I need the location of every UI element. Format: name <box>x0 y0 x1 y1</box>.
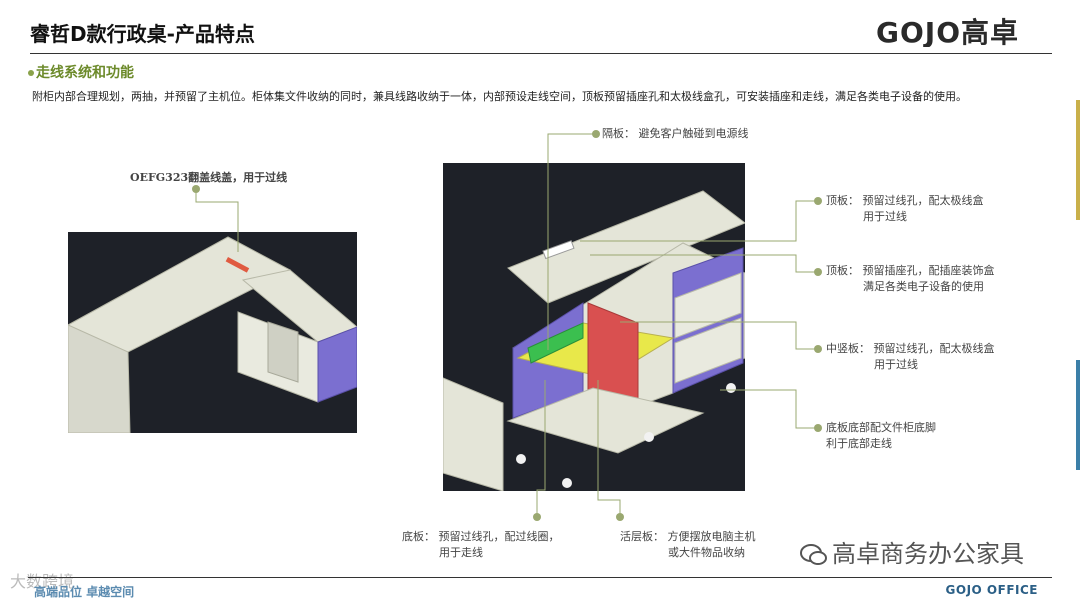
footer-brand: GOJO OFFICE <box>946 583 1038 597</box>
callout-partition: 隔板： 避免客户触碰到电源线 <box>602 126 749 142</box>
callout-bottom-panel: 底板： 预留过线孔，配过线圈， 用于走线 <box>402 529 560 561</box>
callout-top-socket: 顶板： 预留插座孔，配插座装饰盒 满足各类电子设备的使用 <box>826 263 995 295</box>
callout-bottom-feet: 底板底部配文件柜底脚 利于底部走线 <box>826 420 936 452</box>
callout-shelf: 活层板： 方便摆放电脑主机 或大件物品收纳 <box>620 529 756 561</box>
footer-divider <box>28 577 1052 578</box>
edge-marker-blue <box>1076 360 1080 470</box>
footer-slogan: 高端品位 卓越空间 <box>34 583 134 600</box>
edge-marker-gold <box>1076 100 1080 220</box>
callout-top-hole: 顶板： 预留过线孔，配太极线盒 用于过线 <box>826 193 984 225</box>
callout-cover: OEFG323翻盖线盖，用于过线 <box>130 170 287 186</box>
callout-middle-panel: 中竖板： 预留过线孔，配太极线盒 用于过线 <box>826 341 995 373</box>
watermark: 高卓商务办公家具 <box>800 534 1024 569</box>
wechat-icon <box>800 543 828 567</box>
